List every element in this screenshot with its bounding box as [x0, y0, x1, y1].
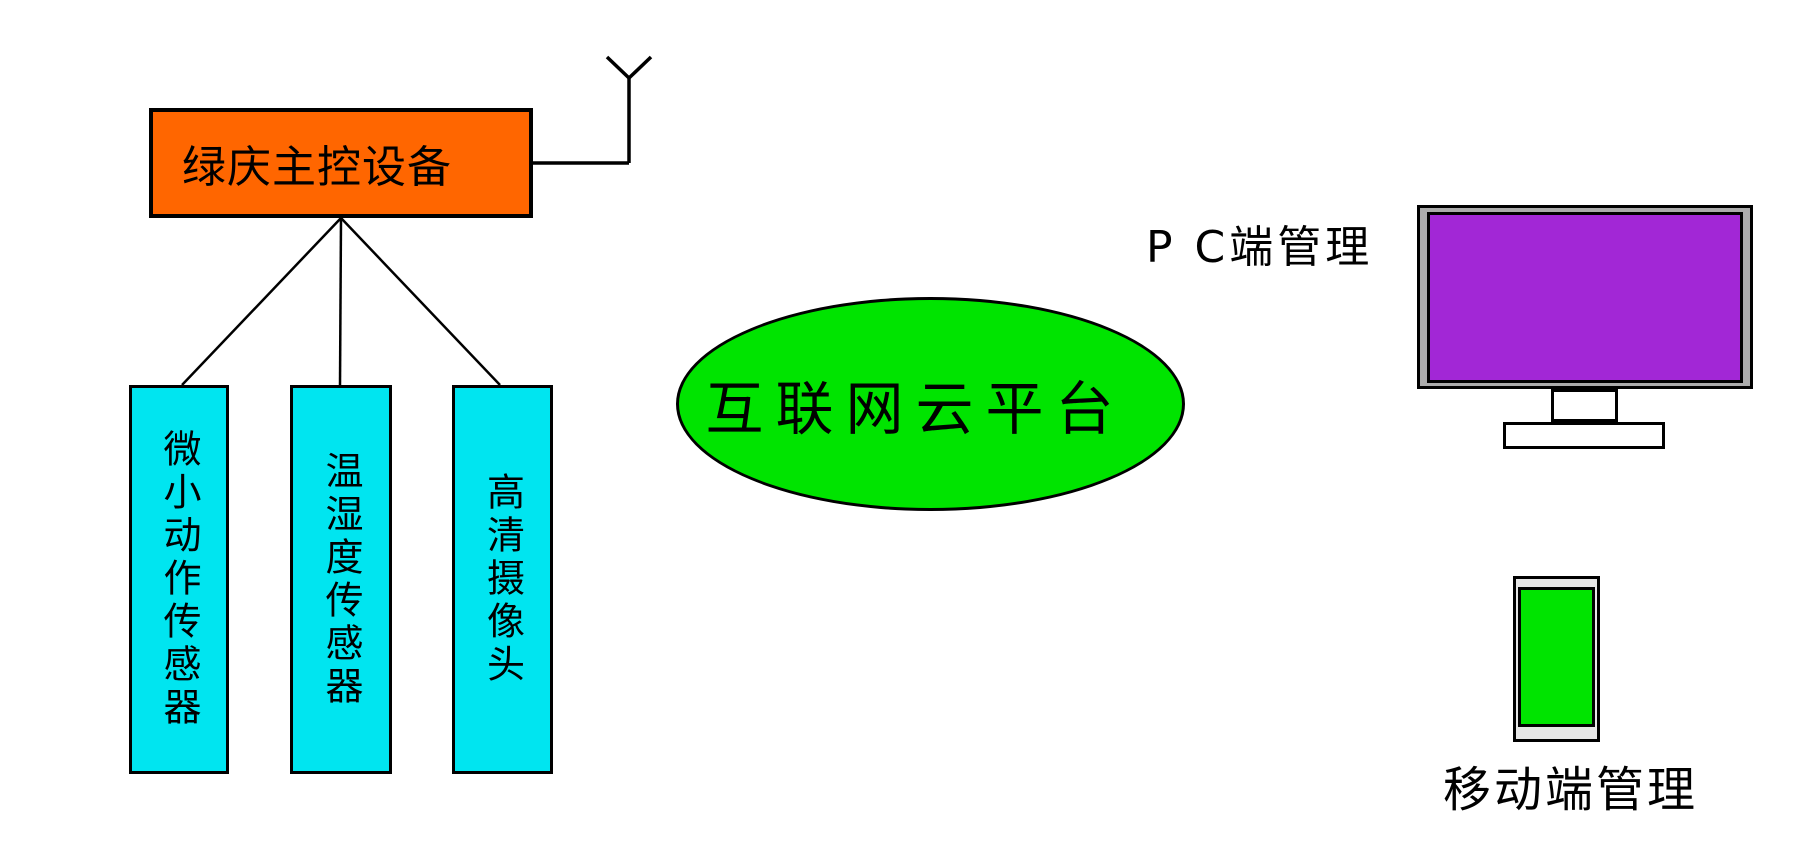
- phone-icon: [1513, 576, 1600, 742]
- cloud-platform-label: 互联网云平台: [705, 375, 1126, 443]
- cloud-platform-ellipse: 互联网云平台: [676, 297, 1185, 511]
- sensor-label: 微小动作传感器: [157, 429, 201, 730]
- monitor-icon: [1417, 205, 1753, 389]
- controller-sensor-connectors: [181, 217, 501, 386]
- controller-box: 绿庆主控设备: [149, 108, 533, 218]
- antenna-left-branch: [605, 55, 631, 80]
- sensor-box-camera: 高清摄像头: [452, 385, 553, 774]
- pc-management-label: P C端管理: [1146, 222, 1374, 273]
- sensor-box-motion: 微小动作传感器: [129, 385, 229, 774]
- mobile-management-label: 移动端管理: [1443, 762, 1699, 818]
- phone-screen: [1518, 587, 1595, 727]
- controller-label: 绿庆主控设备: [182, 142, 452, 193]
- monitor-screen: [1427, 212, 1743, 383]
- antenna-right-branch: [627, 55, 653, 80]
- sensor-label: 高清摄像头: [480, 472, 525, 687]
- antenna-icon: [533, 55, 653, 165]
- sensor-box-temp-humidity: 温湿度传感器: [290, 385, 392, 774]
- connector-line: [181, 217, 342, 386]
- connector-line: [338, 217, 343, 386]
- connector-line: [340, 217, 501, 386]
- monitor-stand-base: [1503, 422, 1665, 449]
- monitor-stand-neck: [1551, 389, 1618, 422]
- sensor-label: 温湿度传感器: [319, 450, 363, 709]
